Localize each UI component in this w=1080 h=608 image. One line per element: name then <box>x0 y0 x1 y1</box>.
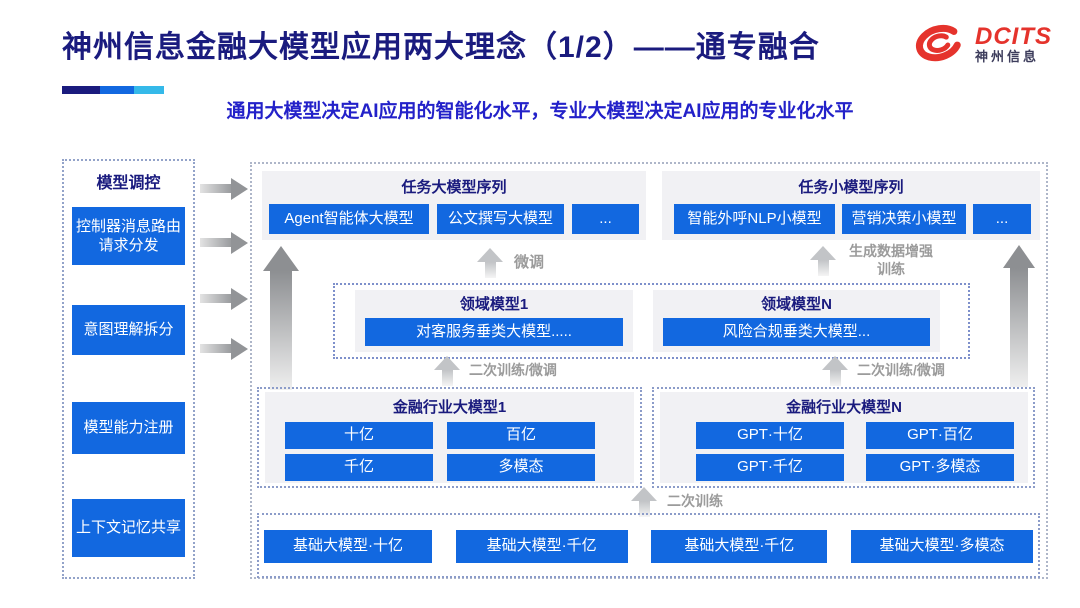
retrain-finetune-left-label: 二次训练/微调 <box>469 362 557 378</box>
sidebar-title: 模型调控 <box>96 175 161 192</box>
sidebar-item-register: 模型能力注册 <box>72 402 185 454</box>
flow-arrow-right-1 <box>200 177 248 200</box>
sidebar-item-router: 控制器消息路由请求分发 <box>72 207 185 265</box>
gen-data-arrow-icon <box>810 246 836 276</box>
model-chip-document: 公文撰写大模型 <box>437 204 564 234</box>
model-chip-agent: Agent智能体大模型 <box>269 204 429 234</box>
industry-model-1-title: 金融行业大模型1 <box>392 399 507 416</box>
flow-arrow-right-4 <box>200 337 248 360</box>
base-model-chip-multimodal: 基础大模型·多模态 <box>850 530 1033 563</box>
left-tall-arrow-icon <box>263 246 299 390</box>
task-large-model-title: 任务大模型序列 <box>401 179 507 196</box>
page-title: 神州信息金融大模型应用两大理念（1/2）——通专融合 <box>62 31 820 64</box>
task-small-model-title: 任务小模型序列 <box>798 179 904 196</box>
base-model-chip-1b: 基础大模型·十亿 <box>264 530 432 563</box>
industry1-chip-10b: 百亿 <box>447 422 595 449</box>
model-chip-nlp-call: 智能外呼NLP小模型 <box>674 204 835 234</box>
domain-model-1-panel: 领域模型1 对客服务垂类大模型..... <box>355 290 633 352</box>
retrain-label: 二次训练 <box>667 493 723 509</box>
base-models-row: 基础大模型·十亿 基础大模型·千亿 基础大模型·千亿 基础大模型·多模态 <box>264 530 1033 563</box>
industry-model-n-frame <box>652 387 1035 488</box>
right-tall-arrow-icon <box>1003 245 1035 387</box>
model-chip-marketing: 营销决策小模型 <box>842 204 966 234</box>
industry1-chip-100b: 千亿 <box>285 454 433 481</box>
flow-arrow-right-3 <box>200 287 248 310</box>
task-large-model-row: Agent智能体大模型 公文撰写大模型 ... <box>269 204 639 234</box>
task-small-model-row: 智能外呼NLP小模型 营销决策小模型 ... <box>674 204 1031 234</box>
base-models-frame <box>257 513 1040 578</box>
domain-model-1-chip: 对客服务垂类大模型..... <box>365 318 623 346</box>
sidebar-item-context: 上下文记忆共享 <box>72 499 185 557</box>
flow-arrow-right-2 <box>200 231 248 254</box>
base-model-chip-100b-b: 基础大模型·千亿 <box>651 530 828 563</box>
domain-model-n-panel: 领域模型N 风险合规垂类大模型... <box>653 290 940 352</box>
domain-model-n-chip: 风险合规垂类大模型... <box>663 318 930 346</box>
finetune-arrow-icon <box>477 248 503 278</box>
model-chip-more-small: ... <box>973 204 1031 234</box>
model-chip-more-large: ... <box>572 204 639 234</box>
industry-model-n-panel: 金融行业大模型N GPT·十亿 GPT·百亿 GPT·千亿 GPT·多模态 <box>660 392 1028 483</box>
retrain-arrow-icon <box>631 487 657 517</box>
title-accent-bar <box>62 86 164 94</box>
industryN-chip-gpt-1b: GPT·十亿 <box>696 422 844 449</box>
retrain-finetune-right-arrow-icon <box>822 356 848 386</box>
main-diagram-frame <box>250 162 1048 579</box>
dcits-swirl-icon <box>916 24 961 62</box>
industryN-chip-gpt-10b: GPT·百亿 <box>866 422 1014 449</box>
industry-model-n-title: 金融行业大模型N <box>786 399 902 416</box>
industry-model-1-frame <box>257 387 642 488</box>
domain-model-n-title: 领域模型N <box>761 296 832 313</box>
industry-model-1-panel: 金融行业大模型1 十亿 百亿 千亿 多模态 <box>265 392 634 483</box>
retrain-finetune-right-label: 二次训练/微调 <box>857 362 945 378</box>
task-small-model-panel: 任务小模型序列 智能外呼NLP小模型 营销决策小模型 ... <box>662 171 1040 240</box>
retrain-finetune-left-arrow-icon <box>434 356 460 386</box>
dcits-logo: DCITS 神州信息 <box>911 22 1052 66</box>
sidebar-item-intent: 意图理解拆分 <box>72 305 185 355</box>
industryN-chip-gpt-multimodal: GPT·多模态 <box>866 454 1014 481</box>
slide-subtitle: 通用大模型决定AI应用的智能化水平，专业大模型决定AI应用的专业化水平 <box>226 101 854 122</box>
base-model-chip-100b-a: 基础大模型·千亿 <box>455 530 628 563</box>
industry1-chip-multimodal: 多模态 <box>447 454 595 481</box>
finetune-label: 微调 <box>514 254 545 271</box>
model-control-sidebar: 模型调控 控制器消息路由请求分发 意图理解拆分 模型能力注册 上下文记忆共享 <box>62 159 195 579</box>
domain-model-1-title: 领域模型1 <box>459 296 529 313</box>
logo-brand-text: DCITS <box>975 22 1052 50</box>
industry1-chip-1b: 十亿 <box>285 422 433 449</box>
industryN-chip-gpt-100b: GPT·千亿 <box>696 454 844 481</box>
task-large-model-panel: 任务大模型序列 Agent智能体大模型 公文撰写大模型 ... <box>262 171 646 240</box>
gen-data-label: 生成数据增强 训练 <box>849 243 933 277</box>
domain-models-frame <box>333 283 970 359</box>
logo-sub-text: 神州信息 <box>975 49 1040 65</box>
